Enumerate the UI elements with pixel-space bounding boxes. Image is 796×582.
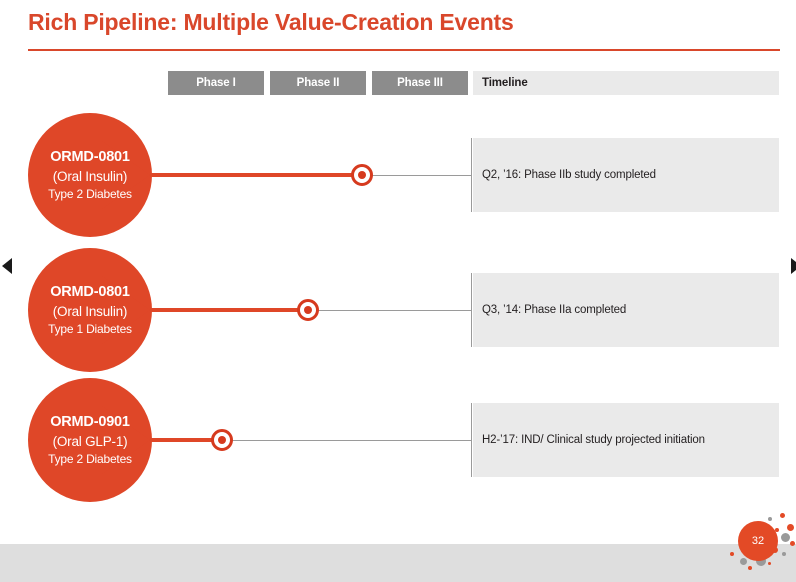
progress-track-gray <box>314 309 471 311</box>
drug-indication: Type 2 Diabetes <box>48 186 132 201</box>
drug-bubble: ORMD-0901 (Oral GLP-1) Type 2 Diabetes <box>28 378 152 502</box>
timeline-divider <box>471 273 472 347</box>
drug-modality: (Oral Insulin) <box>52 168 128 184</box>
progress-bar-red <box>150 438 228 442</box>
decorative-dot <box>781 533 790 542</box>
milestone-marker-icon[interactable] <box>297 299 319 321</box>
column-header-phase-3: Phase III <box>372 71 468 95</box>
timeline-panel: H2-’17: IND/ Clinical study projected in… <box>473 403 779 477</box>
drug-code: ORMD-0901 <box>50 414 130 431</box>
drug-bubble: ORMD-0801 (Oral Insulin) Type 1 Diabetes <box>28 248 152 372</box>
decorative-dot <box>782 552 786 556</box>
drug-indication: Type 2 Diabetes <box>48 451 132 466</box>
bubble-labels: ORMD-0901 (Oral GLP-1) Type 2 Diabetes <box>28 378 152 502</box>
milestone-marker-icon[interactable] <box>351 164 373 186</box>
bubble-labels: ORMD-0801 (Oral Insulin) Type 1 Diabetes <box>28 248 152 372</box>
decorative-dot <box>730 552 734 556</box>
drug-modality: (Oral Insulin) <box>52 303 128 319</box>
footer-band <box>0 544 796 582</box>
milestone-marker-icon[interactable] <box>211 429 233 451</box>
page-title: Rich Pipeline: Multiple Value-Creation E… <box>28 9 514 35</box>
bubble-labels: ORMD-0801 (Oral Insulin) Type 2 Diabetes <box>28 113 152 237</box>
drug-modality: (Oral GLP-1) <box>52 433 128 449</box>
timeline-panel: Q3, ’14: Phase IIa completed <box>473 273 779 347</box>
progress-track-gray <box>368 174 471 176</box>
decorative-dot <box>768 517 772 521</box>
decorative-dot <box>748 566 752 570</box>
drug-code: ORMD-0801 <box>50 284 130 301</box>
drug-bubble: ORMD-0801 (Oral Insulin) Type 2 Diabetes <box>28 113 152 237</box>
decorative-dot <box>790 541 795 546</box>
decorative-dot <box>787 524 794 531</box>
timeline-panel: Q2, ’16: Phase IIb study completed <box>473 138 779 212</box>
timeline-divider <box>471 403 472 477</box>
bubble-pointer-shape <box>102 406 150 474</box>
decorative-dot <box>740 558 747 565</box>
column-header-timeline: Timeline <box>473 71 779 95</box>
progress-track-gray <box>228 439 471 441</box>
timeline-divider <box>471 138 472 212</box>
bubble-pointer-shape <box>102 141 150 209</box>
progress-bar-red <box>150 173 368 177</box>
decorative-dot <box>768 562 771 565</box>
previous-slide-arrow-icon[interactable] <box>2 258 12 274</box>
decorative-dot <box>775 528 779 532</box>
decorative-dot <box>780 513 785 518</box>
progress-bar-red <box>150 308 314 312</box>
next-slide-arrow-icon[interactable] <box>791 258 796 274</box>
title-underline-rule <box>28 49 780 51</box>
bubble-pointer-shape <box>102 276 150 344</box>
decorative-dot <box>756 556 766 566</box>
column-header-phase-1: Phase I <box>168 71 264 95</box>
drug-code: ORMD-0801 <box>50 149 130 166</box>
drug-indication: Type 1 Diabetes <box>48 321 132 336</box>
column-header-phase-2: Phase II <box>270 71 366 95</box>
page-number-badge: 32 <box>738 521 778 561</box>
